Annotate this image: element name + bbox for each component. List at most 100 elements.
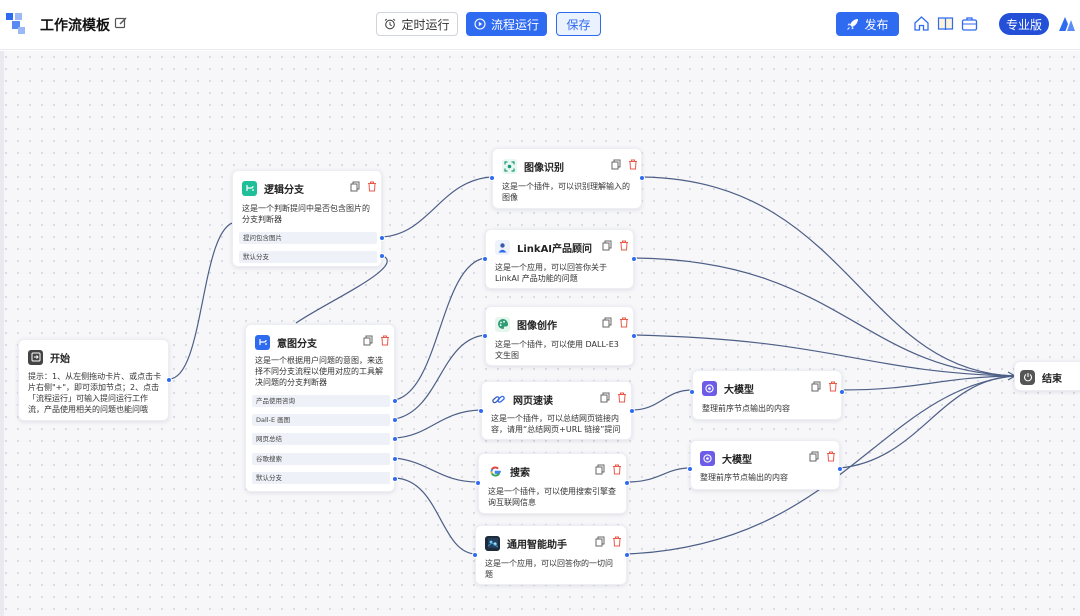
copy-icon[interactable]	[595, 536, 605, 547]
copy-icon[interactable]	[811, 381, 821, 392]
output-port[interactable]	[166, 377, 172, 383]
copy-icon[interactable]	[809, 451, 819, 462]
edit-icon[interactable]	[114, 16, 128, 30]
copy-icon[interactable]	[350, 181, 360, 192]
delete-icon[interactable]	[612, 536, 622, 547]
copy-icon[interactable]	[600, 392, 610, 403]
input-port[interactable]	[482, 256, 488, 262]
node-description: 这是一个插件，可以总结网页链接内容，请用“总结网页+URL 链接”提问	[491, 414, 621, 434]
brand-logo-icon	[1059, 17, 1075, 31]
output-port[interactable]	[392, 417, 398, 423]
delete-icon[interactable]	[619, 317, 629, 328]
workflow-logo-icon[interactable]	[6, 13, 26, 35]
input-port[interactable]	[687, 466, 693, 472]
save-button[interactable]: 保存	[556, 12, 601, 36]
output-port[interactable]	[392, 456, 398, 462]
node-web-read[interactable]: 网页速读 这是一个插件，可以总结网页链接内容，请用“总结网页+URL 链接”提问	[478, 381, 635, 440]
link-icon	[491, 392, 506, 407]
palette-icon	[495, 316, 510, 332]
node-title: LinkAI产品顾问	[517, 243, 593, 255]
page-title: 工作流模板	[40, 18, 110, 34]
node-title: 图像创作	[517, 320, 557, 332]
output-port[interactable]	[639, 175, 645, 181]
output-port[interactable]	[392, 398, 398, 404]
briefcase-icon[interactable]	[961, 15, 978, 32]
branch-option[interactable]: 默认分支	[252, 472, 390, 484]
copy-icon[interactable]	[611, 159, 621, 170]
delete-icon[interactable]	[367, 181, 377, 192]
pro-edition-button[interactable]: 专业版	[999, 13, 1049, 35]
publish-label: 发布	[864, 17, 889, 32]
output-port[interactable]	[837, 466, 843, 472]
branch-option[interactable]: 提问包含图片	[239, 232, 377, 244]
input-port[interactable]	[482, 333, 488, 339]
input-port[interactable]	[475, 480, 481, 486]
node-title: 大模型	[724, 384, 754, 396]
output-port[interactable]	[624, 480, 630, 486]
node-linkai-advisor[interactable]: LinkAI产品顾问 这是一个应用，可以回答你关于LinkAI 产品功能的问题	[482, 229, 637, 289]
node-intent-branch[interactable]: 意图分支 这是一个根据用户问题的意图，来选择不同分支流程以使用对应的工具解决问题…	[245, 324, 398, 492]
advisor-icon	[495, 239, 510, 255]
openai-icon	[700, 450, 715, 466]
node-llm-1[interactable]: 大模型 整理前序节点输出的内容	[689, 370, 845, 420]
scan-icon	[502, 158, 517, 174]
node-description: 这是一个插件，可以使用 DALL-E3 文生图	[495, 340, 619, 360]
node-title: 开始	[50, 353, 70, 365]
output-port[interactable]	[629, 408, 635, 414]
node-title: 逻辑分支	[264, 184, 304, 196]
delete-icon[interactable]	[628, 159, 638, 170]
node-logic-branch[interactable]: 逻辑分支 这是一个判断提问中是否包含图片的分支判断器 提问包含图片 默认分支	[232, 170, 385, 267]
flow-run-label: 流程运行	[490, 17, 539, 32]
node-llm-2[interactable]: 大模型 整理前序节点输出的内容	[687, 440, 843, 490]
copy-icon[interactable]	[595, 464, 605, 475]
delete-icon[interactable]	[828, 381, 838, 392]
node-general-assistant[interactable]: 通用智能助手 这是一个应用，可以回答你的一切问题	[472, 525, 630, 585]
branch-icon	[242, 180, 257, 196]
schedule-run-button[interactable]: 定时运行	[376, 12, 458, 36]
alarm-clock-icon	[385, 18, 396, 30]
book-icon[interactable]	[937, 15, 954, 32]
branch-option[interactable]: 网页总结	[252, 433, 390, 445]
delete-icon[interactable]	[619, 240, 629, 251]
publish-button[interactable]: 发布	[836, 12, 899, 36]
copy-icon[interactable]	[602, 240, 612, 251]
node-image-recognition[interactable]: 图像识别 这是一个插件，可以识别理解输入的图像	[489, 148, 645, 209]
output-port[interactable]	[379, 235, 385, 241]
output-port[interactable]	[631, 333, 637, 339]
node-description: 这是一个判断提问中是否包含图片的分支判断器	[242, 204, 370, 224]
copy-icon[interactable]	[363, 335, 373, 346]
node-image-creation[interactable]: 图像创作 这是一个插件，可以使用 DALL-E3 文生图	[482, 306, 637, 366]
branch-option[interactable]: 产品使用咨询	[252, 395, 390, 407]
node-description: 这是一个根据用户问题的意图，来选择不同分支流程以使用对应的工具解决问题的分支判断…	[255, 356, 383, 387]
output-port[interactable]	[631, 256, 637, 262]
input-port[interactable]	[472, 552, 478, 558]
node-description: 这是一个应用，可以回答你关于LinkAI 产品功能的问题	[495, 263, 607, 283]
output-port[interactable]	[624, 552, 630, 558]
input-port[interactable]	[478, 408, 484, 414]
branch-option[interactable]: 谷歌搜索	[252, 453, 390, 465]
node-description: 提示：1、从左侧拖动卡片、或点击卡片右侧"+"，即可添加节点；2、点击「流程运行…	[28, 372, 162, 414]
copy-icon[interactable]	[602, 317, 612, 328]
home-icon[interactable]	[913, 15, 930, 32]
input-port[interactable]	[689, 389, 695, 395]
output-port[interactable]	[379, 253, 385, 259]
branch-option[interactable]: Dall-E 画图	[252, 414, 390, 426]
node-title: 结束	[1042, 373, 1062, 385]
output-port[interactable]	[392, 476, 398, 482]
delete-icon[interactable]	[826, 451, 836, 462]
power-icon	[1020, 369, 1035, 385]
node-description: 整理前序节点输出的内容	[700, 473, 788, 482]
flow-run-button[interactable]: 流程运行	[466, 12, 547, 36]
node-search[interactable]: 搜索 这是一个插件，可以使用搜索引擎查询互联网信息	[475, 453, 630, 514]
node-end[interactable]: 结束	[1014, 361, 1080, 391]
delete-icon[interactable]	[612, 464, 622, 475]
node-description: 这是一个应用，可以回答你的一切问题	[485, 559, 613, 579]
branch-option[interactable]: 默认分支	[239, 251, 377, 263]
node-title: 搜索	[510, 467, 530, 479]
output-port[interactable]	[839, 389, 845, 395]
delete-icon[interactable]	[380, 335, 390, 346]
input-port[interactable]	[489, 175, 495, 181]
node-start[interactable]: 开始 提示：1、从左侧拖动卡片、或点击卡片右侧"+"，即可添加节点；2、点击「流…	[18, 339, 172, 421]
delete-icon[interactable]	[617, 392, 627, 403]
output-port[interactable]	[392, 436, 398, 442]
